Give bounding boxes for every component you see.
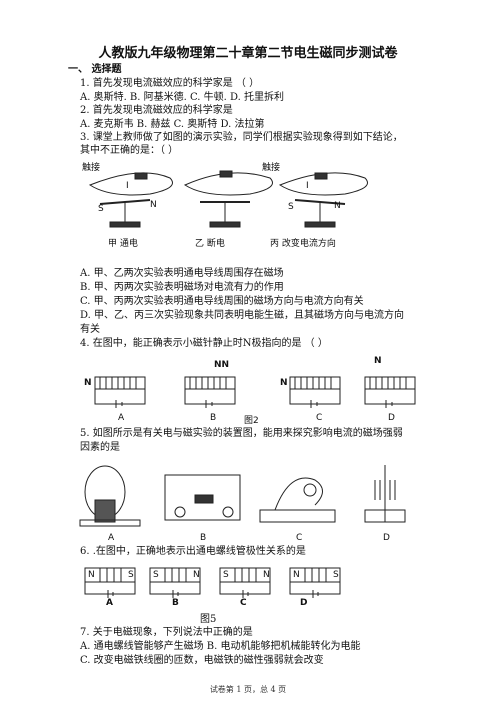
q4-fig-caption: 图2 (244, 416, 259, 426)
q5-stem-line1: 5. 如图所示是有关电与磁实验的装置图，能用来探究影响电流的磁场强弱 (80, 428, 403, 439)
q6-pole-a1: N (88, 570, 95, 580)
q3-word-6: N (334, 201, 341, 211)
q6-stem: 6. .在图中，正确地表示出通电螺线管极性关系的是 (80, 546, 306, 557)
q5-letter-d: D (383, 533, 390, 543)
q4-n-label-a: N (84, 378, 92, 388)
q4-letter-c: C (316, 413, 323, 423)
q1-options: A. 奥斯特. B. 阿基米德. C. 牛顿. D. 托里拆利 (80, 92, 285, 103)
q3-fig-label-c: 丙 改变电流方向 (270, 239, 336, 249)
q5-letter-c: C (296, 533, 303, 543)
q5-stem-line2: 因素的是 (80, 442, 120, 453)
q6-letter-b: B (172, 598, 179, 608)
q6-pole-d1: N (293, 570, 300, 580)
q3-option-c: C. 甲、丙两次实验表明通电导线周围的磁场方向与电流方向有关 (80, 296, 364, 307)
q4-n-label-b: NN (214, 360, 230, 370)
page-footer: 试卷第 1 页，总 4 页 (209, 685, 287, 694)
q7-options-ab: A. 通电螺线管能够产生磁场 B. 电动机能够把机械能转化为电能 (80, 641, 361, 652)
q4-letter-b: B (210, 413, 217, 423)
q6-letter-d: D (300, 598, 308, 608)
q6-fig-caption: 图5 (200, 614, 217, 625)
section-heading: 一、 选择题 (68, 64, 122, 75)
q3-word-8: I (306, 181, 309, 191)
q6-pole-a2: S (128, 570, 134, 580)
q4-figure (94, 376, 416, 408)
q3-word-3: S (98, 204, 104, 214)
q1-stem: 1. 首先发现电流磁效应的科学家是 （ ） (80, 78, 260, 89)
q5-letter-a: A (108, 533, 115, 543)
q6-pole-c1: S (223, 570, 229, 580)
q3-fig-label-b: 乙 断电 (195, 239, 225, 249)
q6-pole-b2: N (193, 570, 200, 580)
q3-word-2: 触接 (262, 163, 281, 173)
q3-option-b: B. 甲、丙两次实验表明磁场对电流有力的作用 (80, 282, 284, 293)
q7-option-c: C. 改变电磁铁线圈的匝数，电磁铁的磁性强弱就会改变 (80, 655, 324, 666)
q3-word-1: 触接 (82, 163, 101, 173)
document-title: 人教版九年级物理第二十章第二节电生磁同步测试卷 (98, 46, 398, 61)
q3-option-a: A. 甲、乙两次实验表明通电导线周围存在磁场 (80, 268, 284, 279)
q6-pole-d2: S (333, 570, 339, 580)
q3-stem-line1: 3. 课堂上教师做了如图的演示实验，同学们根据实验现象得到如下结论， (80, 132, 403, 143)
q3-word-7: I (126, 181, 129, 191)
q5-figure (79, 465, 406, 527)
q7-stem: 7. 关于电磁现象，下列说法中正确的是 (80, 627, 253, 638)
q5-letter-b: B (200, 533, 207, 543)
q4-n-label-c: N (280, 378, 288, 388)
q2-stem: 2. 首先发现电流磁效应的科学家是 (80, 105, 233, 116)
q4-letter-d: D (388, 413, 395, 423)
q6-letter-c: C (240, 598, 247, 608)
q3-option-d-line2: 有关 (80, 324, 100, 335)
q4-stem: 4. 在图中，能正确表示小磁针静止时N极指向的是 （ ） (80, 338, 328, 349)
q4-n-label-d: N (374, 356, 382, 366)
q6-letter-a: A (106, 598, 113, 608)
q3-word-5: S (288, 202, 294, 212)
q3-figure (88, 170, 368, 228)
q3-option-d-line1: D. 甲、乙、丙三次实验现象共同表明电能生磁，且其磁场方向与电流方向 (80, 310, 405, 321)
q3-stem-line2: 其中不正确的是：（ ） (80, 145, 179, 156)
q2-options: A. 麦克斯韦 B. 赫兹 C. 奥斯特 D. 法拉第 (80, 119, 265, 130)
q6-pole-b1: S (153, 570, 159, 580)
q4-letter-a: A (118, 413, 125, 423)
q3-fig-label-a: 甲 通电 (108, 239, 138, 249)
q6-pole-c2: N (263, 570, 270, 580)
q6-figure (84, 567, 341, 598)
q3-word-4: N (150, 200, 157, 210)
